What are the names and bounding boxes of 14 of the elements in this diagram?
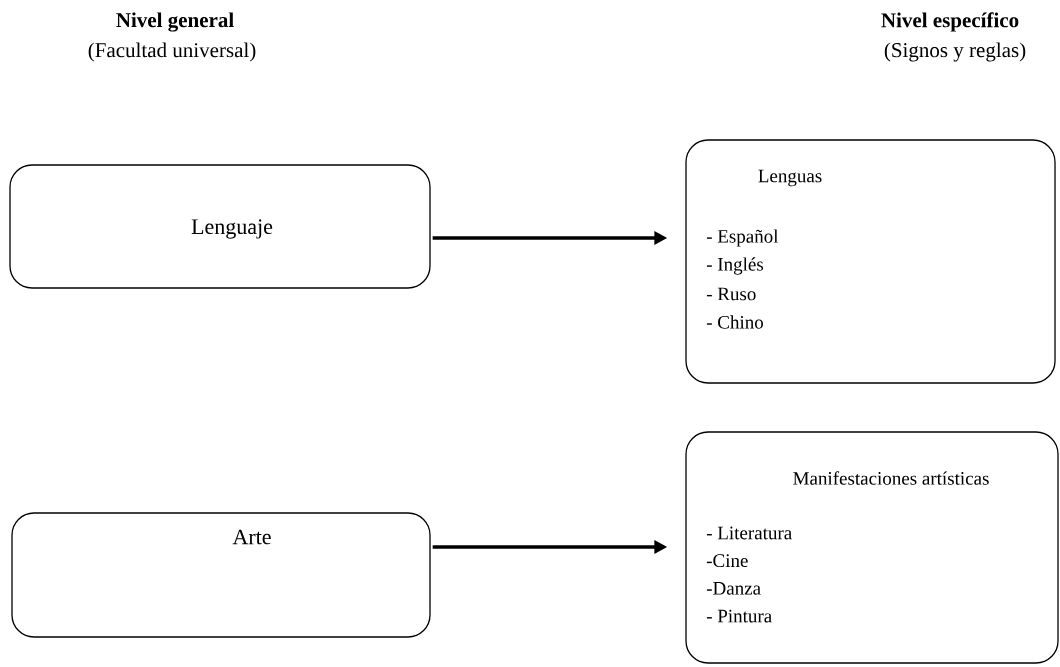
list-item: -Cine bbox=[706, 554, 748, 568]
column-heading: Nivel general bbox=[116, 12, 234, 32]
list-item: - Pintura bbox=[706, 609, 772, 623]
list-item: - Literatura bbox=[706, 526, 792, 540]
list-item: - Español bbox=[706, 229, 779, 247]
category-box: Lenguaje bbox=[9, 164, 431, 289]
list-item: - Ruso bbox=[706, 287, 756, 301]
list-item: - Chino bbox=[706, 315, 763, 329]
column-heading: Nivel específico bbox=[881, 12, 1019, 32]
list-item: - Inglés bbox=[706, 257, 764, 275]
column-subheading: (Facultad universal) bbox=[88, 42, 256, 62]
list-item: -Danza bbox=[706, 582, 761, 595]
category-box: Arte bbox=[11, 512, 431, 638]
column-subheading: (Signos y reglas) bbox=[884, 42, 1026, 62]
